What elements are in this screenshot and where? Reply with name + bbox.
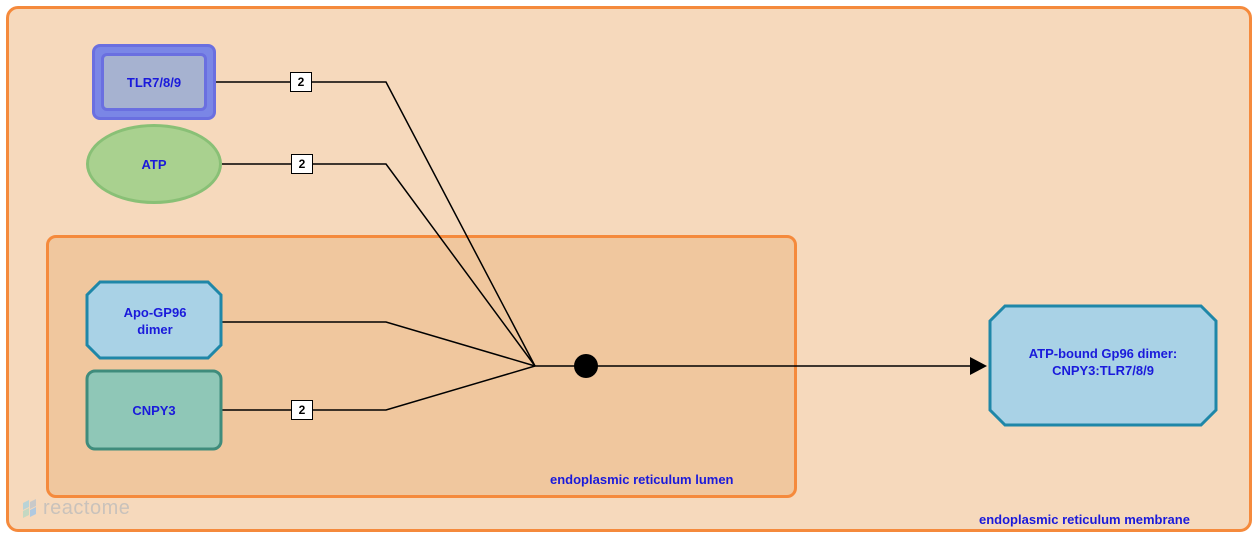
stoichiometry-atp: 2 xyxy=(291,154,313,174)
stoichiometry-tlr: 2 xyxy=(290,72,312,92)
reaction-node[interactable] xyxy=(574,354,598,378)
product-label: ATP-bound Gp96 dimer: CNPY3:TLR7/8/9 xyxy=(1028,346,1178,378)
apo-gp96-label: Apo-GP96 dimer xyxy=(123,305,187,337)
reactome-logo: reactome xyxy=(20,497,130,520)
edge-atp-to-reaction xyxy=(222,163,536,367)
stoichiometry-cnpy3: 2 xyxy=(291,400,313,420)
tlr-7-8-9-complex[interactable]: TLR7/8/9 xyxy=(92,44,216,120)
atp-small-molecule[interactable]: ATP xyxy=(86,124,222,204)
product-shape[interactable] xyxy=(988,304,1218,427)
cnpy3-label: CNPY3 xyxy=(132,402,176,418)
edge-cnpy3-to-reaction xyxy=(221,365,536,411)
tlr-label: TLR7/8/9 xyxy=(126,74,182,90)
atp-label: ATP xyxy=(141,156,167,172)
product-label-box: ATP-bound Gp96 dimer: CNPY3:TLR7/8/9 xyxy=(1005,345,1201,379)
reactome-logo-icon xyxy=(23,498,36,518)
apo-gp96-shape[interactable] xyxy=(85,280,223,360)
cnpy3-shape[interactable] xyxy=(85,369,223,451)
cnpy3-label-box: CNPY3 xyxy=(87,371,221,449)
reactome-logo-text: reactome xyxy=(43,497,131,519)
edge-tlr-to-reaction xyxy=(216,81,536,367)
arrowhead xyxy=(970,357,987,375)
edge-apo-gp96-to-reaction xyxy=(221,321,536,367)
er-lumen-label: endoplasmic reticulum lumen xyxy=(550,472,734,487)
er-membrane-label: endoplasmic reticulum membrane xyxy=(979,512,1190,527)
apo-gp96-label-box: Apo-GP96 dimer xyxy=(115,304,195,338)
